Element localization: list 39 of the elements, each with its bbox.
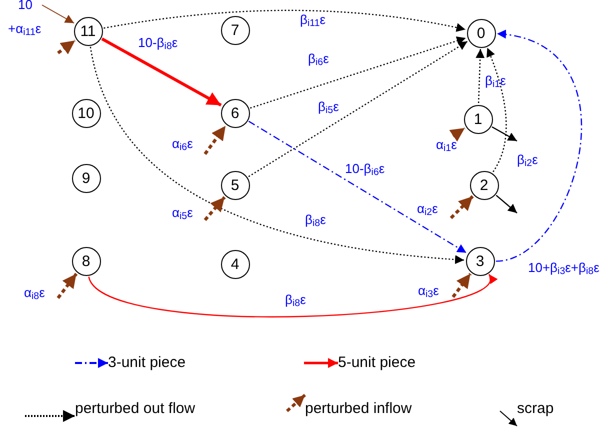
arrow [248, 40, 468, 178]
arrow [248, 120, 467, 254]
arrow [476, 48, 485, 104]
arrow [486, 48, 507, 172]
arrow [496, 194, 518, 214]
arrow [56, 272, 78, 299]
edge-label: α$_{i5}$ε [172, 204, 193, 222]
edge-label: α$_{i6}$ε [172, 135, 193, 153]
legend-text: perturbed inflow [305, 399, 412, 419]
edge-label: β$_{i1}$ε [485, 72, 506, 90]
edge-label: β$_{i11}$ε [300, 11, 326, 29]
edge-label: β$_{i5}$ε [318, 98, 339, 116]
arrow [449, 126, 466, 142]
edge-label: +α$_{i11}$ε [8, 20, 42, 38]
legend-text: perturbed out flow [75, 399, 196, 419]
edge-label: α$_{i8}$ε [24, 284, 45, 302]
legend-text: scrap [517, 399, 554, 419]
edge-label: β$_{i2}$ε [517, 151, 538, 169]
arrow [250, 36, 466, 109]
arrow [204, 124, 227, 155]
arrow [101, 37, 222, 107]
edge-label: 10+β$_{i3}$ε+β$_{i8}$ε [528, 259, 600, 277]
arrow [57, 39, 76, 54]
arrow [42, 4, 75, 24]
arrow [204, 196, 226, 222]
arrow [496, 30, 582, 262]
edge-label: α$_{i2}$ε [417, 200, 438, 218]
arrow [90, 46, 464, 264]
arrow [492, 126, 518, 142]
arrow [450, 195, 474, 220]
edge-label: 10-β$_{i6}$ε [345, 160, 385, 178]
arrow [104, 10, 466, 32]
legend-text: 5-unit piece [338, 353, 416, 373]
edge-label: β$_{i6}$ε [308, 50, 329, 68]
edge-label: β$_{i8}$ε [305, 211, 326, 229]
edge-label: 10-β$_{i8}$ε [138, 34, 178, 52]
edge-label: 10 [18, 0, 32, 14]
edge-label: α$_{i1}$ε [436, 136, 457, 154]
legend-text: 3-unit piece [108, 353, 186, 373]
